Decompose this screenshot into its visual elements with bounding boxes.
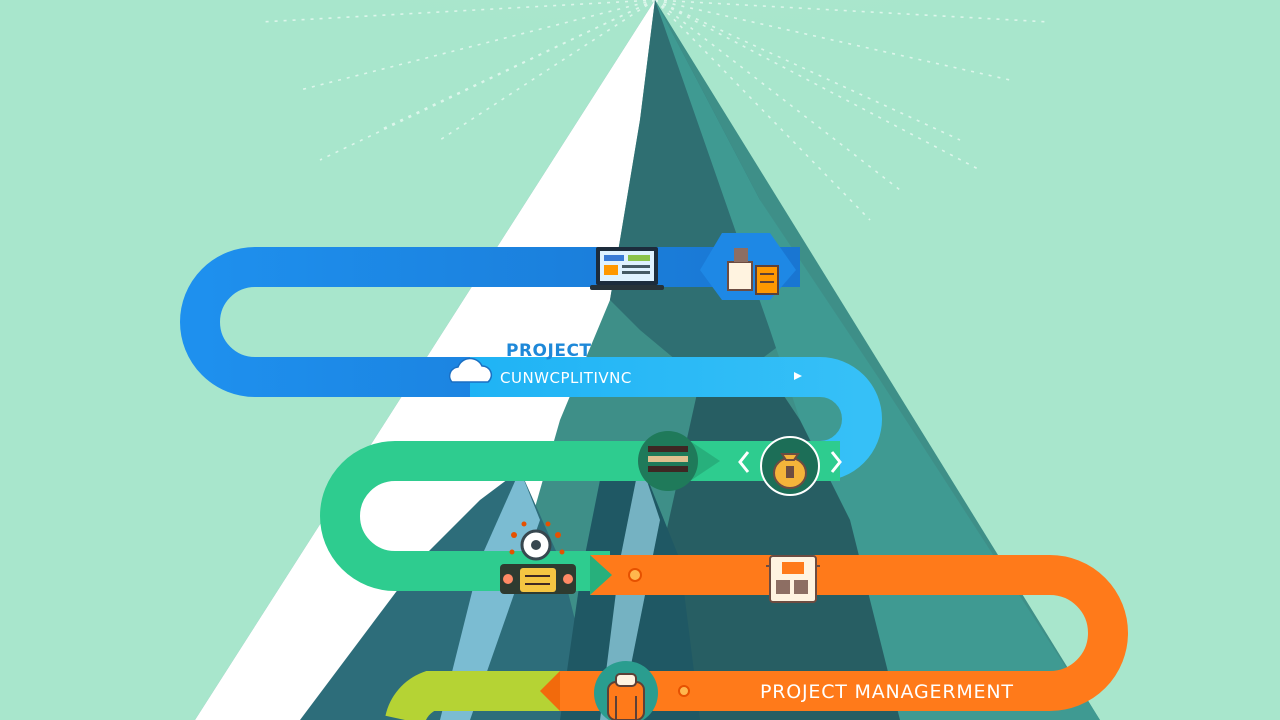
chevron-decor (738, 451, 842, 473)
project-subtitle: CUNWCPLITIVNC (500, 369, 632, 387)
marker-icon (628, 568, 642, 582)
arrow-icon (794, 372, 802, 380)
dashboard-icon (500, 564, 576, 594)
stacked-docs-icon (638, 431, 698, 491)
project-title: PROJECT (506, 341, 592, 361)
cloud-icon (448, 357, 493, 383)
laptop-icon (590, 247, 664, 290)
clipboard-icon (766, 555, 820, 603)
small-circle-icon (678, 685, 690, 697)
gear-icon (509, 521, 565, 561)
roadmap-ribbon (180, 247, 1128, 720)
backpack-icon (594, 661, 658, 720)
bottom-label: PROJECT MANAGERMENT (760, 681, 1014, 703)
briefcase-icon (700, 233, 796, 300)
money-bag-icon (760, 436, 820, 496)
